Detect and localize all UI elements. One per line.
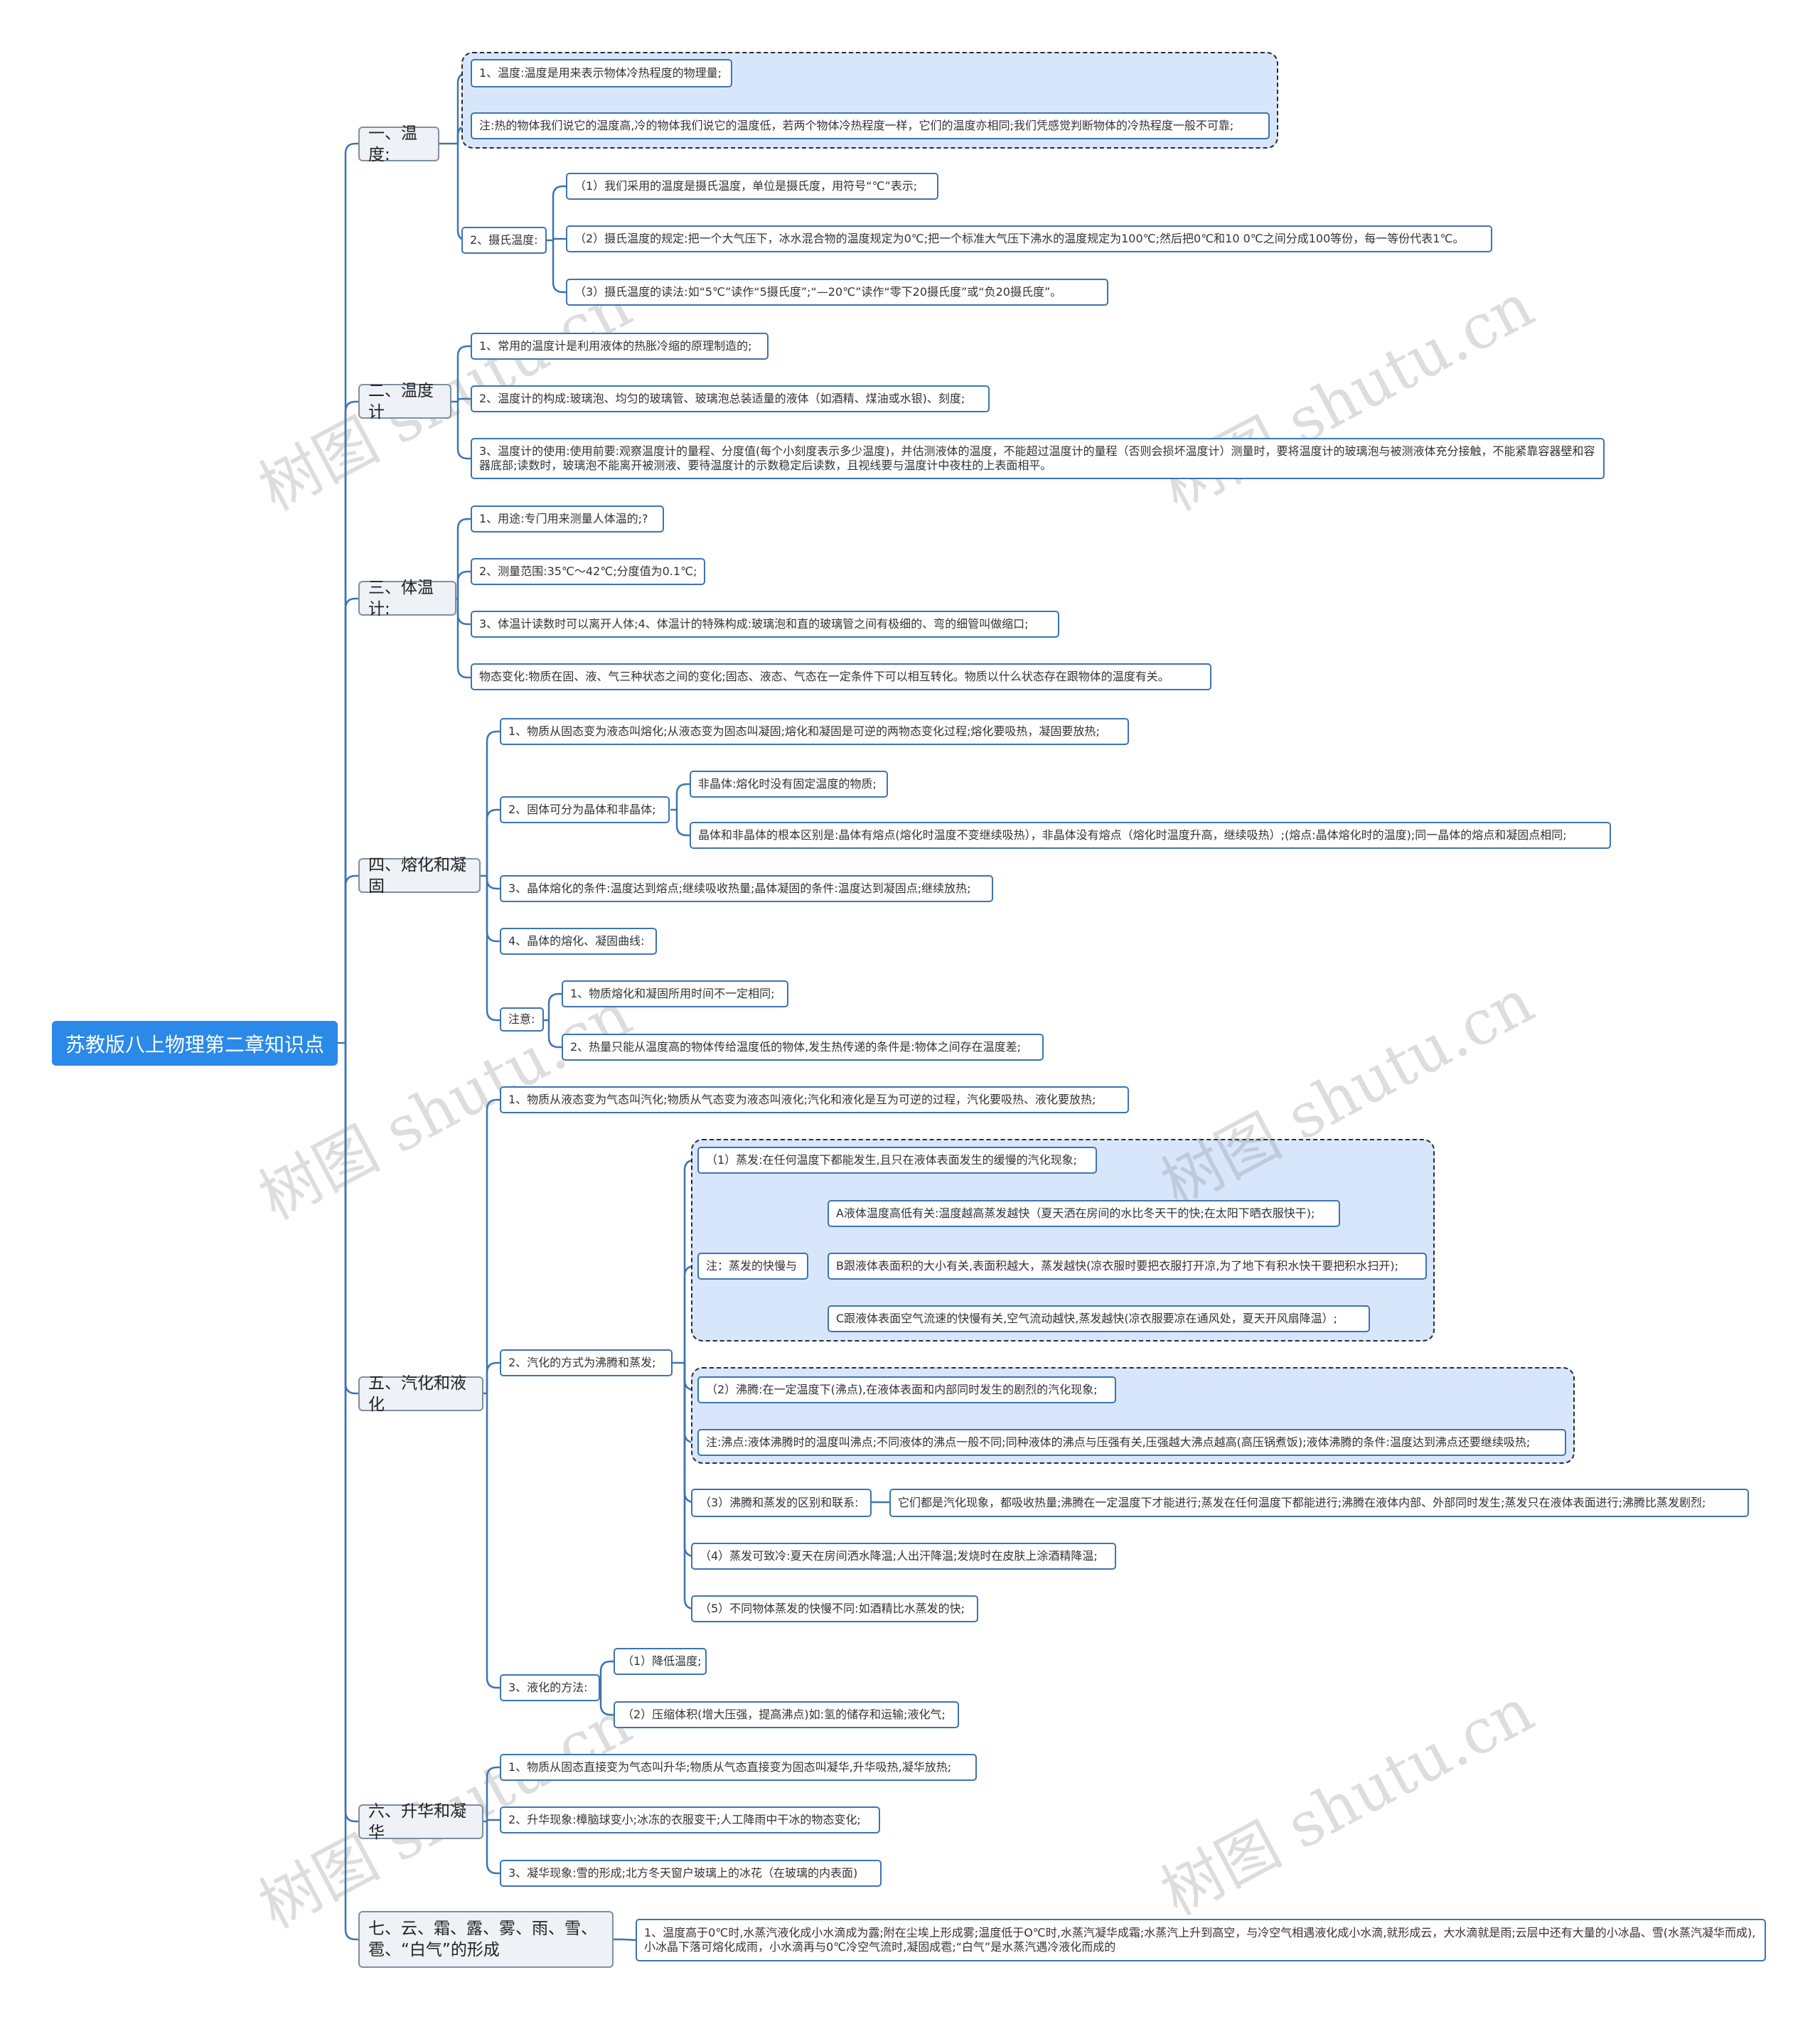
topic-node-b-4-c-1-c-3[interactable]: 注:沸点:液体沸腾时的温度叫沸点;不同液体的沸点一般不同;同种液体的沸点与压强有… xyxy=(697,1429,1566,1456)
topic-node-b-2-c-0[interactable]: 1、用途:专门用来测量人体温的;? xyxy=(471,505,664,532)
topic-node-b-3-c-0[interactable]: 1、物质从固态变为液态叫熔化;从液态变为固态叫凝固;熔化和凝固是可逆的两物态变化… xyxy=(500,718,1129,745)
topic-node-b-0-c-2-c-1[interactable]: （2）摄氏温度的规定:把一个大气压下，冰水混合物的温度规定为0℃;把一个标准大气… xyxy=(566,225,1492,252)
connector-b-3-link-0 xyxy=(486,730,500,876)
connector-b-6-link-0 xyxy=(622,1938,636,1942)
connector-b-3-c-1-link-0 xyxy=(675,783,690,810)
topic-node-b-4-c-1-c-0[interactable]: （1）蒸发:在任何温度下都能发生,且只在液体表面发生的缓慢的汽化现象; xyxy=(697,1147,1097,1174)
topic-node-b-1-c-1[interactable]: 2、温度计的构成:玻璃泡、均匀的玻璃管、玻璃泡总装适量的液体（如酒精、煤油或水银… xyxy=(471,385,990,412)
connector-b-2-link-1 xyxy=(456,570,471,599)
topic-node-b-5-c-0[interactable]: 1、物质从固态直接变为气态叫升华;物质从气态直接变为固态叫凝华,升华吸热,凝华放… xyxy=(500,1754,977,1781)
connector-b-5-link-1 xyxy=(486,1819,500,1822)
topic-node-b-3-c-4[interactable]: 注意: xyxy=(500,1007,544,1032)
topic-node-b-4-c-1-c-1-c-1[interactable]: B跟液体表面积的大小有关,表面积越大，蒸发越快(凉衣服时要把衣服打开凉,为了地下… xyxy=(828,1253,1427,1280)
branch-topic-二[interactable]: 二、温度计 xyxy=(358,382,451,422)
topic-node-b-1-c-2[interactable]: 3、温度计的使用:使用前要:观察温度计的量程、分度值(每个小刻度表示多少温度)，… xyxy=(471,438,1605,479)
connector-b-3-c-4-link-1 xyxy=(547,1020,562,1049)
connector-b-3-c-1-link-1 xyxy=(675,810,690,837)
topic-node-b-0-c-2-c-2[interactable]: （3）摄氏温度的读法:如“5℃”读作“5摄氏度”;“—20℃”读作“零下20摄氏… xyxy=(566,279,1108,306)
topic-node-b-6-c-0[interactable]: 1、温度高于0℃时,水蒸汽液化成小水滴成为露;附在尘埃上形成雾;温度低于O℃时,… xyxy=(636,1919,1766,1961)
topic-node-b-3-c-1-c-0[interactable]: 非晶体:熔化时没有固定温度的物质; xyxy=(690,771,888,798)
branch-topic-三[interactable]: 三、体温计: xyxy=(358,579,456,619)
branch-topic-六[interactable]: 六、升华和凝华 xyxy=(358,1802,483,1842)
connector-root-link-6 xyxy=(344,1043,358,1941)
connector-b-0-link-2 xyxy=(456,144,469,242)
connector-b-2-link-0 xyxy=(456,518,471,599)
topic-node-b-3-c-2[interactable]: 3、晶体熔化的条件:温度达到熔点;继续吸收热量;晶体凝固的条件:温度达到凝固点;… xyxy=(500,875,993,902)
connector-b-4-c-2-link-1 xyxy=(599,1688,614,1716)
connector-root-link-0 xyxy=(344,142,358,1043)
topic-node-b-4-c-1-c-1-c-2[interactable]: C跟液体表面空气流速的快慢有关,空气流动越快,蒸发越快(凉衣服要凉在通风处，夏天… xyxy=(828,1305,1370,1332)
connector-root-link-3 xyxy=(344,874,358,1043)
topic-node-b-5-c-2[interactable]: 3、凝华现象:雪的形成;北方冬天窗户玻璃上的冰花（在玻璃的内表面) xyxy=(500,1860,882,1887)
topic-node-b-3-c-4-c-1[interactable]: 2、热量只能从温度高的物体传给温度低的物体,发生热传递的条件是:物体之间存在温度… xyxy=(562,1034,1044,1061)
connector-b-0-c-2-link-0 xyxy=(552,185,566,240)
topic-node-b-4-c-1-c-4-c-0[interactable]: 它们都是汽化现象，都吸收热量;沸腾在一定温度下才能进行;蒸发在任何温度下都能进行… xyxy=(889,1489,1749,1517)
topic-node-b-4-c-1[interactable]: 2、汽化的方式为沸腾和蒸发; xyxy=(500,1349,673,1376)
topic-node-b-4-c-1-c-1[interactable]: 注：蒸发的快慢与 xyxy=(697,1253,808,1280)
connector-b-0-c-2-link-2 xyxy=(552,240,566,294)
connector-b-5-link-0 xyxy=(486,1766,500,1821)
connector-b-0-c-2-link-1 xyxy=(552,237,566,241)
topic-node-b-4-c-2-c-0[interactable]: （1）降低温度; xyxy=(614,1648,707,1675)
connector-root-link-2 xyxy=(344,597,358,1043)
root-topic[interactable]: 苏教版八上物理第二章知识点 xyxy=(52,1021,338,1066)
topic-node-b-3-c-1[interactable]: 2、固体可分为晶体和非晶体; xyxy=(500,796,670,823)
topic-node-b-4-c-0[interactable]: 1、物质从液态变为气态叫汽化;物质从气态变为液态叫液化;汽化和液化是互为可逆的过… xyxy=(500,1086,1129,1113)
topic-node-b-4-c-1-c-4[interactable]: （3）沸腾和蒸发的区别和联系: xyxy=(691,1489,872,1517)
topic-node-b-3-c-1-c-1[interactable]: 晶体和非晶体的根本区别是:晶体有熔点(熔化时温度不变继续吸热），非晶体没有熔点（… xyxy=(690,822,1611,849)
connector-b-4-link-0 xyxy=(486,1098,500,1393)
topic-node-b-4-c-2[interactable]: 3、液化的方法: xyxy=(500,1674,600,1701)
topic-node-b-4-c-2-c-1[interactable]: （2）压缩体积(增大压强，提高沸点)如:氢的储存和运输;液化气; xyxy=(614,1701,959,1728)
topic-node-b-4-c-1-c-6[interactable]: （5）不同物体蒸发的快慢不同:如酒精比水蒸发的快; xyxy=(691,1595,978,1622)
topic-node-b-4-c-1-c-1-c-0[interactable]: A液体温度高低有关:温度越高蒸发越快（夏天洒在房间的水比冬天干的快;在太阳下晒衣… xyxy=(828,1200,1340,1227)
branch-topic-七[interactable]: 七、云、霜、露、雾、雨、雪、雹、“白气”的形成 xyxy=(358,1911,614,1968)
topic-node-b-1-c-0[interactable]: 1、常用的温度计是利用液体的热胀冷缩的原理制造的; xyxy=(471,333,769,360)
topic-node-b-0-c-2[interactable]: 2、摄氏温度: xyxy=(461,227,547,254)
connector-b-1-link-0 xyxy=(456,345,471,402)
connector-b-3-link-1 xyxy=(486,808,500,876)
topic-node-b-4-c-1-c-5[interactable]: （4）蒸发可致冷:夏天在房间洒水降温;人出汗降温;发烧时在皮肤上涂酒精降温; xyxy=(691,1543,1116,1570)
topic-node-b-4-c-1-c-2[interactable]: （2）沸腾:在一定温度下(沸点),在液体表面和内部同时发生的剧烈的汽化现象; xyxy=(697,1376,1116,1403)
branch-topic-五[interactable]: 五、汽化和液化 xyxy=(358,1374,483,1414)
connector-b-4-link-2 xyxy=(486,1393,500,1689)
topic-node-b-3-c-3[interactable]: 4、晶体的熔化、凝固曲线: xyxy=(500,928,657,955)
connector-b-1-link-1 xyxy=(456,397,471,402)
connector-b-3-link-4 xyxy=(486,876,500,1022)
connector-b-3-link-2 xyxy=(486,876,500,890)
connector-b-2-link-2 xyxy=(456,599,471,626)
topic-node-b-0-c-1[interactable]: 注:热的物体我们说它的温度高,冷的物体我们说它的温度低，若两个物体冷热程度一样，… xyxy=(471,112,1270,139)
topic-node-b-5-c-1[interactable]: 2、升华现象:樟脑球变小;冰冻的衣服变干;人工降雨中干冰的物态变化; xyxy=(500,1806,880,1833)
connector-root-link-1 xyxy=(344,400,358,1043)
connector-b-4-c-2-link-0 xyxy=(599,1660,614,1688)
branch-topic-四[interactable]: 四、熔化和凝固 xyxy=(358,856,481,896)
topic-node-b-3-c-4-c-0[interactable]: 1、物质熔化和凝固所用时间不一定相同; xyxy=(562,980,788,1007)
branch-topic-一[interactable]: 一、温度: xyxy=(358,124,439,164)
topic-node-b-0-c-0[interactable]: 1、温度:温度是用来表示物体冷热程度的物理量; xyxy=(471,59,732,87)
connector-b-2-link-3 xyxy=(456,599,471,679)
connector-b-4-link-1 xyxy=(486,1361,500,1393)
topic-node-b-0-c-2-c-0[interactable]: （1）我们采用的温度是摄氏温度，单位是摄氏度，用符号“℃”表示; xyxy=(566,173,938,200)
topic-node-b-2-c-2[interactable]: 3、体温计读数时可以离开人体;4、体温计的特殊构成:玻璃泡和直的玻璃管之间有极细… xyxy=(471,611,1059,638)
connector-b-3-c-4-link-0 xyxy=(547,992,562,1020)
connector-b-1-link-2 xyxy=(456,402,471,460)
connector-b-5-link-2 xyxy=(486,1821,500,1875)
topic-node-b-2-c-1[interactable]: 2、测量范围:35℃～42℃;分度值为0.1℃; xyxy=(471,558,705,585)
topic-node-b-2-c-3[interactable]: 物态变化:物质在固、液、气三种状态之间的变化;固态、液态、气态在一定条件下可以相… xyxy=(471,663,1211,690)
